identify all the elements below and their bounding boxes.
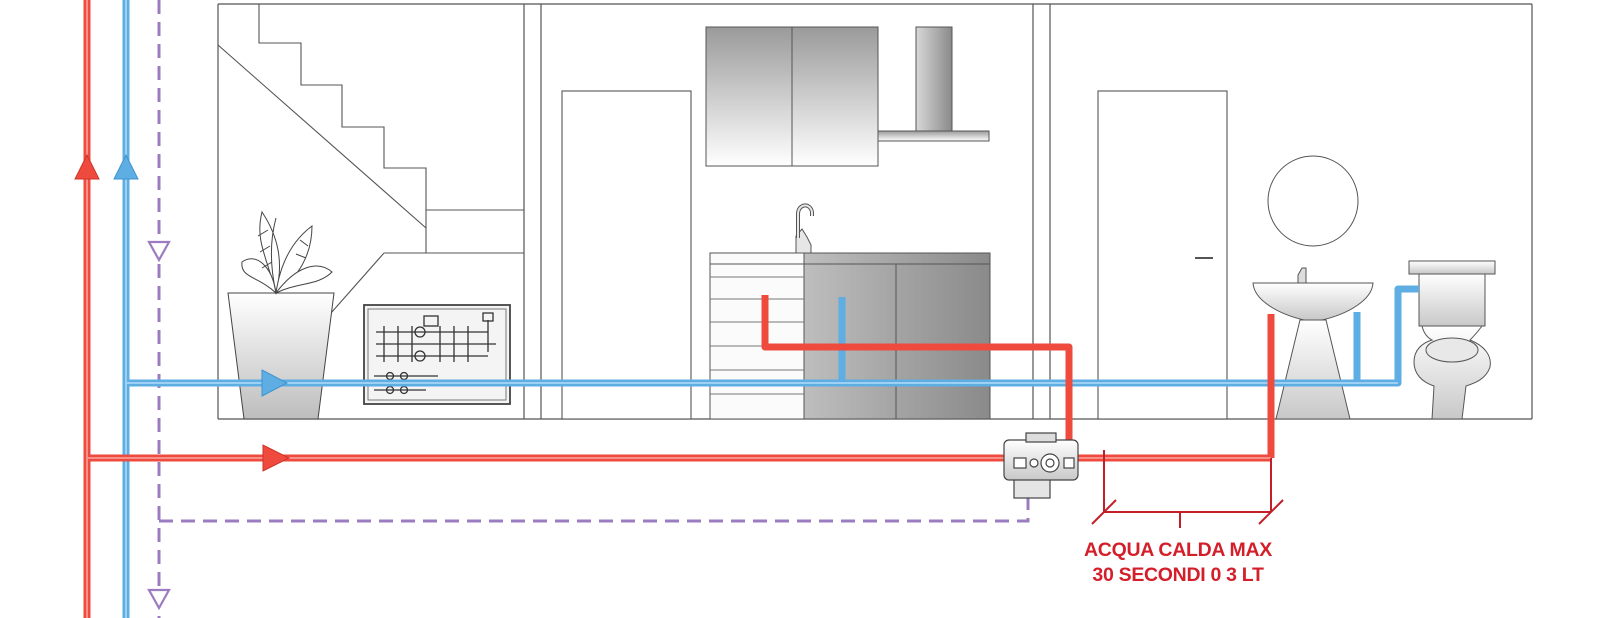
- range-hood: [877, 26, 990, 142]
- hot-flow-arrow: [74, 153, 291, 472]
- potted-plant: [227, 210, 335, 420]
- cold-flow-arrow: [113, 153, 289, 397]
- hot-water-annotation: ACQUA CALDA MAX 30 SECONDI 0 3 LT: [1028, 538, 1328, 588]
- recirculation-arrow: [147, 240, 171, 611]
- annotation-line-2: 30 SECONDI 0 3 LT: [1092, 564, 1264, 586]
- manifold-box: [363, 304, 511, 405]
- annotation-line-1: ACQUA CALDA MAX: [1084, 539, 1272, 561]
- recirculation-pipe: [157, 0, 1030, 618]
- kitchen-cabinet: [709, 203, 991, 420]
- recirculation-pump: [1003, 432, 1079, 499]
- wall-cabinet: [705, 26, 879, 167]
- hot-water-pipe-highlight: [86, 0, 1271, 618]
- distance-dimension: [1091, 450, 1284, 528]
- cold-water-pipe-highlight: [125, 0, 1398, 618]
- bathroom-fixtures: [1252, 155, 1496, 420]
- doors: [561, 90, 1228, 420]
